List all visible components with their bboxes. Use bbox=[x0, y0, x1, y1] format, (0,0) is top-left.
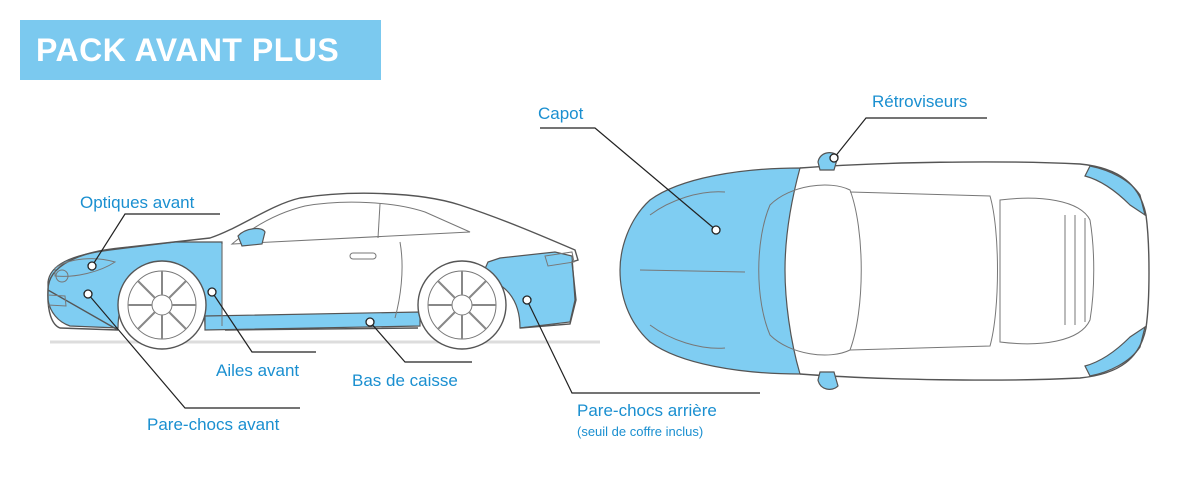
top-view-car bbox=[619, 152, 1150, 390]
title-banner: PACK AVANT PLUS bbox=[20, 20, 381, 80]
label-pare-chocs-avant: Pare-chocs avant bbox=[147, 415, 280, 434]
label-optiques-avant: Optiques avant bbox=[80, 193, 195, 212]
rear-corner-bottom bbox=[1084, 325, 1146, 377]
label-pare-chocs-arriere: Pare-chocs arrière bbox=[577, 401, 717, 420]
leader-lines bbox=[83, 117, 987, 409]
page-title: PACK AVANT PLUS bbox=[36, 31, 340, 68]
label-ailes-avant: Ailes avant bbox=[216, 361, 300, 380]
side-view-car bbox=[47, 192, 600, 350]
top-mirror-lower bbox=[817, 371, 839, 390]
rear-corner-top bbox=[1084, 165, 1146, 217]
label-pare-chocs-arriere-note: (seuil de coffre inclus) bbox=[577, 424, 704, 439]
sill-zone bbox=[204, 311, 421, 331]
label-bas-de-caisse: Bas de caisse bbox=[352, 371, 458, 390]
label-retroviseurs: Rétroviseurs bbox=[872, 92, 968, 111]
side-mirror bbox=[237, 227, 266, 247]
label-capot: Capot bbox=[538, 104, 584, 123]
